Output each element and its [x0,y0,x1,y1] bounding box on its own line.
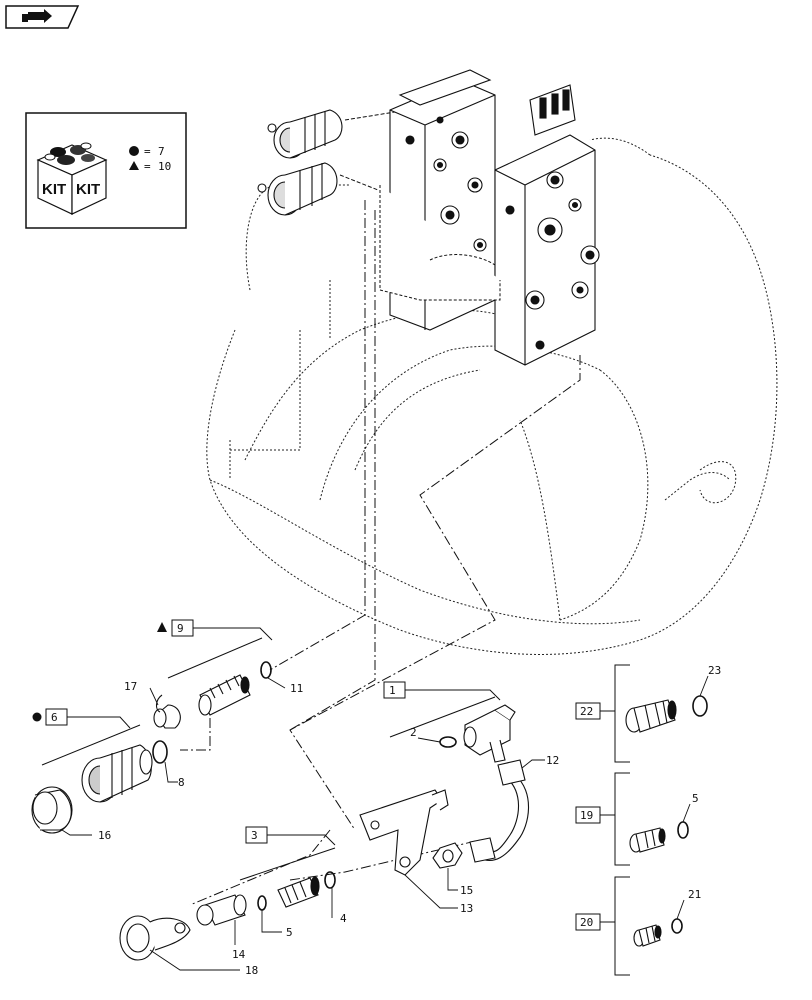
part-oring-5-right [677,821,689,839]
part-nipple-3 [277,876,320,908]
callout-15: 15 [460,884,473,897]
callout-22: 22 [575,664,630,763]
kit-legend: KIT KIT = 7 = 10 [25,112,187,229]
part-oring-5-lower [257,895,267,911]
circle-symbol-icon [129,146,139,156]
part-oring-23 [692,695,708,717]
callout-12: 12 [546,754,559,767]
callout-13: 13 [460,902,473,915]
nav-arrow-icon[interactable] [5,5,80,29]
part-oring-21 [671,918,683,934]
legend-value-triangle: 10 [158,160,171,173]
kit-label-left: KIT [42,181,66,198]
kit-box-icon [36,142,108,215]
callout-14: 14 [232,948,246,961]
triangle-marker-icon [157,622,167,632]
part-plug-14 [196,894,247,926]
kit-label-right: KIT [76,181,100,198]
callout-5-lower: 5 [286,926,293,939]
part-male-coupler-22 [625,699,677,733]
callout-2: 2 [410,726,417,739]
part-oring-4 [324,871,336,889]
callout-1-label: 1 [389,684,396,697]
legend-equals-circle: = [144,145,151,158]
callout-9: 9 [157,619,273,679]
callout-6-label: 6 [51,711,58,724]
top-coupler-lower [257,162,338,216]
callout-8: 8 [178,776,185,789]
callout-3: 3 [239,826,336,881]
legend-value-circle: 7 [158,145,165,158]
callout-17: 17 [124,680,137,693]
part-male-coupler-20 [633,924,662,947]
part-nut-15 [432,842,463,869]
callout-22-label: 22 [580,705,593,718]
part-dust-cap-18 [119,915,191,961]
hydraulic-valve-block-right [494,84,600,366]
callout-20: 20 [575,876,630,976]
callout-21: 21 [688,888,701,901]
part-dust-cap-16 [31,786,73,834]
callout-5-right: 5 [692,792,699,805]
part-oring-11 [260,661,272,679]
part-dust-cap-17 [153,694,181,729]
part-oring-8 [152,740,168,764]
callout-16: 16 [98,829,111,842]
callout-4: 4 [340,912,347,925]
connecting-manifold [379,185,501,301]
triangle-symbol-icon [129,161,139,170]
part-elbow-fitting-1 [463,704,516,763]
part-mounting-bracket-13 [359,789,449,876]
callout-9-label: 9 [177,622,184,635]
coupler-leader-lines [339,111,396,191]
part-coupler-9 [198,674,251,716]
callout-23: 23 [708,664,721,677]
circle-marker-icon [32,712,42,722]
callout-19-label: 19 [580,809,593,822]
part-male-coupler-19 [629,827,666,853]
callout-18: 18 [245,964,258,977]
part-hydraulic-tube-12 [469,759,529,863]
callout-11: 11 [290,682,303,695]
part-oring-2 [439,736,457,748]
phantom-routing-lines [180,200,581,906]
top-coupler-upper [267,109,343,159]
legend-equals-triangle: = [144,160,151,173]
part-coupler-6 [81,744,153,803]
callout-6: 6 [32,708,141,766]
callout-3-label: 3 [251,829,258,842]
callout-19: 19 [575,772,630,866]
callout-leader-lines [61,675,709,971]
callout-20-label: 20 [580,916,593,929]
callout-1: 1 [383,681,501,738]
